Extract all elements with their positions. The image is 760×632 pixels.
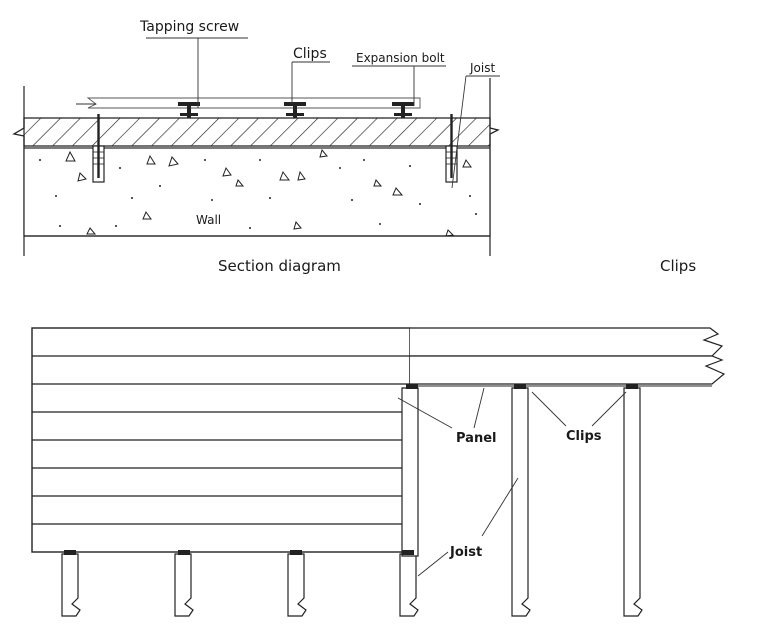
extending-boards [410,327,726,385]
section-clip [392,102,414,118]
plan-long-joist [401,387,643,617]
plan-joist [61,553,419,617]
section-leader-lines [146,37,500,189]
section-diagram: Tapping screw Clips Expansion bolt Joist… [12,19,500,275]
section-diagram-title: Section diagram [218,257,341,275]
plan-clip [64,384,638,555]
expansion-bolt-right [445,114,458,183]
expansion-bolt-left [92,114,105,183]
concrete-aggregate [65,148,472,237]
panel-strip [86,97,421,109]
wall-label: Wall [196,213,221,227]
section-clip [178,102,200,118]
section-joist-label: Joist [469,61,495,75]
tapping-screw-label: Tapping screw [139,19,239,35]
plan-leader-lines [397,387,627,577]
joist-hatched-band [12,117,500,147]
section-clips-label: Clips [293,46,327,62]
plan-clips-label: Clips [566,429,602,444]
plan-joist-label: Joist [449,545,482,560]
expansion-bolt-label: Expansion bolt [356,51,445,65]
panel-boards [32,355,410,525]
concrete-dots [39,159,477,229]
plan-view: Panel Clips Joist [31,327,726,617]
panel-label: Panel [456,431,496,446]
section-clip [284,102,306,118]
clips-caption: Clips [660,257,696,275]
